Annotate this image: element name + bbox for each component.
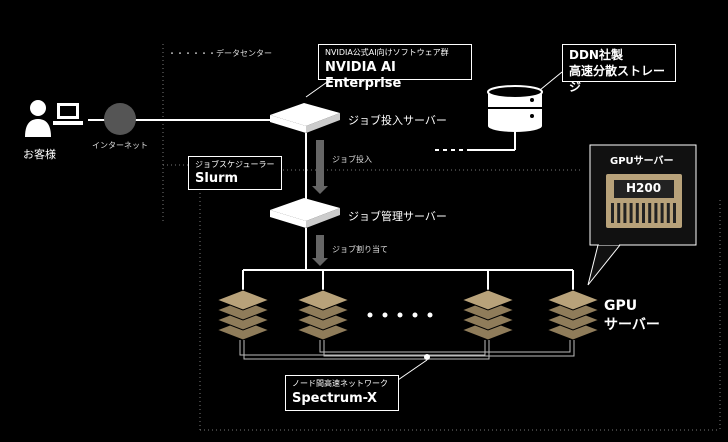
storage-icon — [487, 85, 543, 132]
internet-icon — [104, 103, 136, 135]
job-submit-label: ジョブ投入 — [332, 155, 372, 164]
job-submit-server-icon — [270, 103, 340, 133]
gpu-callout-title: GPUサーバー — [610, 156, 674, 167]
gpu-server-stack-2 — [295, 289, 351, 341]
network-node — [424, 354, 430, 360]
internet-label: インターネット — [92, 141, 148, 150]
job-assign-label: ジョブ割り当て — [332, 245, 388, 254]
network-main: Spectrum-X — [292, 391, 377, 406]
ddn-pointer — [539, 71, 563, 91]
scheduler-box: ジョブスケジューラー Slurm — [188, 156, 282, 190]
gpu-chip-icon — [606, 174, 682, 228]
ddn-line1: DDN社製 — [569, 48, 623, 62]
ellipsis-dots — [367, 312, 433, 318]
job-submit-server-label: ジョブ投入サーバー — [348, 114, 447, 127]
person-icon — [25, 100, 51, 137]
job-manage-server-label: ジョブ管理サーバー — [348, 210, 447, 223]
customer-label: お客様 — [23, 148, 56, 161]
nvidia-box: NVIDIA公式AI向けソフトウェア群 NVIDIA AI Enterprise — [318, 44, 472, 91]
network-box: ノード間高速ネットワーク Spectrum-X — [285, 375, 399, 411]
ddn-line2: 高速分散ストレージ — [569, 64, 666, 94]
scheduler-main: Slurm — [195, 171, 239, 186]
network-lines — [239, 340, 575, 360]
gpu-server-stack-1 — [215, 289, 271, 341]
gpu-stacks — [215, 289, 601, 341]
gpu-server-stack-3 — [460, 289, 516, 341]
ddn-box: DDN社製 高速分散ストレージ — [562, 44, 676, 94]
nvidia-box-main: NVIDIA AI Enterprise — [325, 60, 402, 91]
laptop-icon — [53, 103, 83, 125]
nvidia-box-sub: NVIDIA公式AI向けソフトウェア群 — [325, 48, 449, 57]
nvidia-pointer — [305, 79, 331, 98]
job-manage-server-icon — [270, 198, 340, 228]
gpu-chip-label: H200 — [626, 181, 662, 195]
network-pointer — [394, 359, 428, 383]
gpu-label-line1: GPU — [604, 298, 638, 314]
datacenter-label: ・・・・・・データセンター — [168, 49, 272, 58]
job-assign-arrow — [312, 235, 328, 266]
gpu-server-stack-4 — [545, 289, 601, 341]
network-sub: ノード間高速ネットワーク — [292, 379, 388, 388]
gpu-label-line2: サーバー — [604, 317, 660, 333]
job-submit-arrow — [312, 140, 328, 194]
scheduler-sub: ジョブスケジューラー — [195, 160, 275, 169]
